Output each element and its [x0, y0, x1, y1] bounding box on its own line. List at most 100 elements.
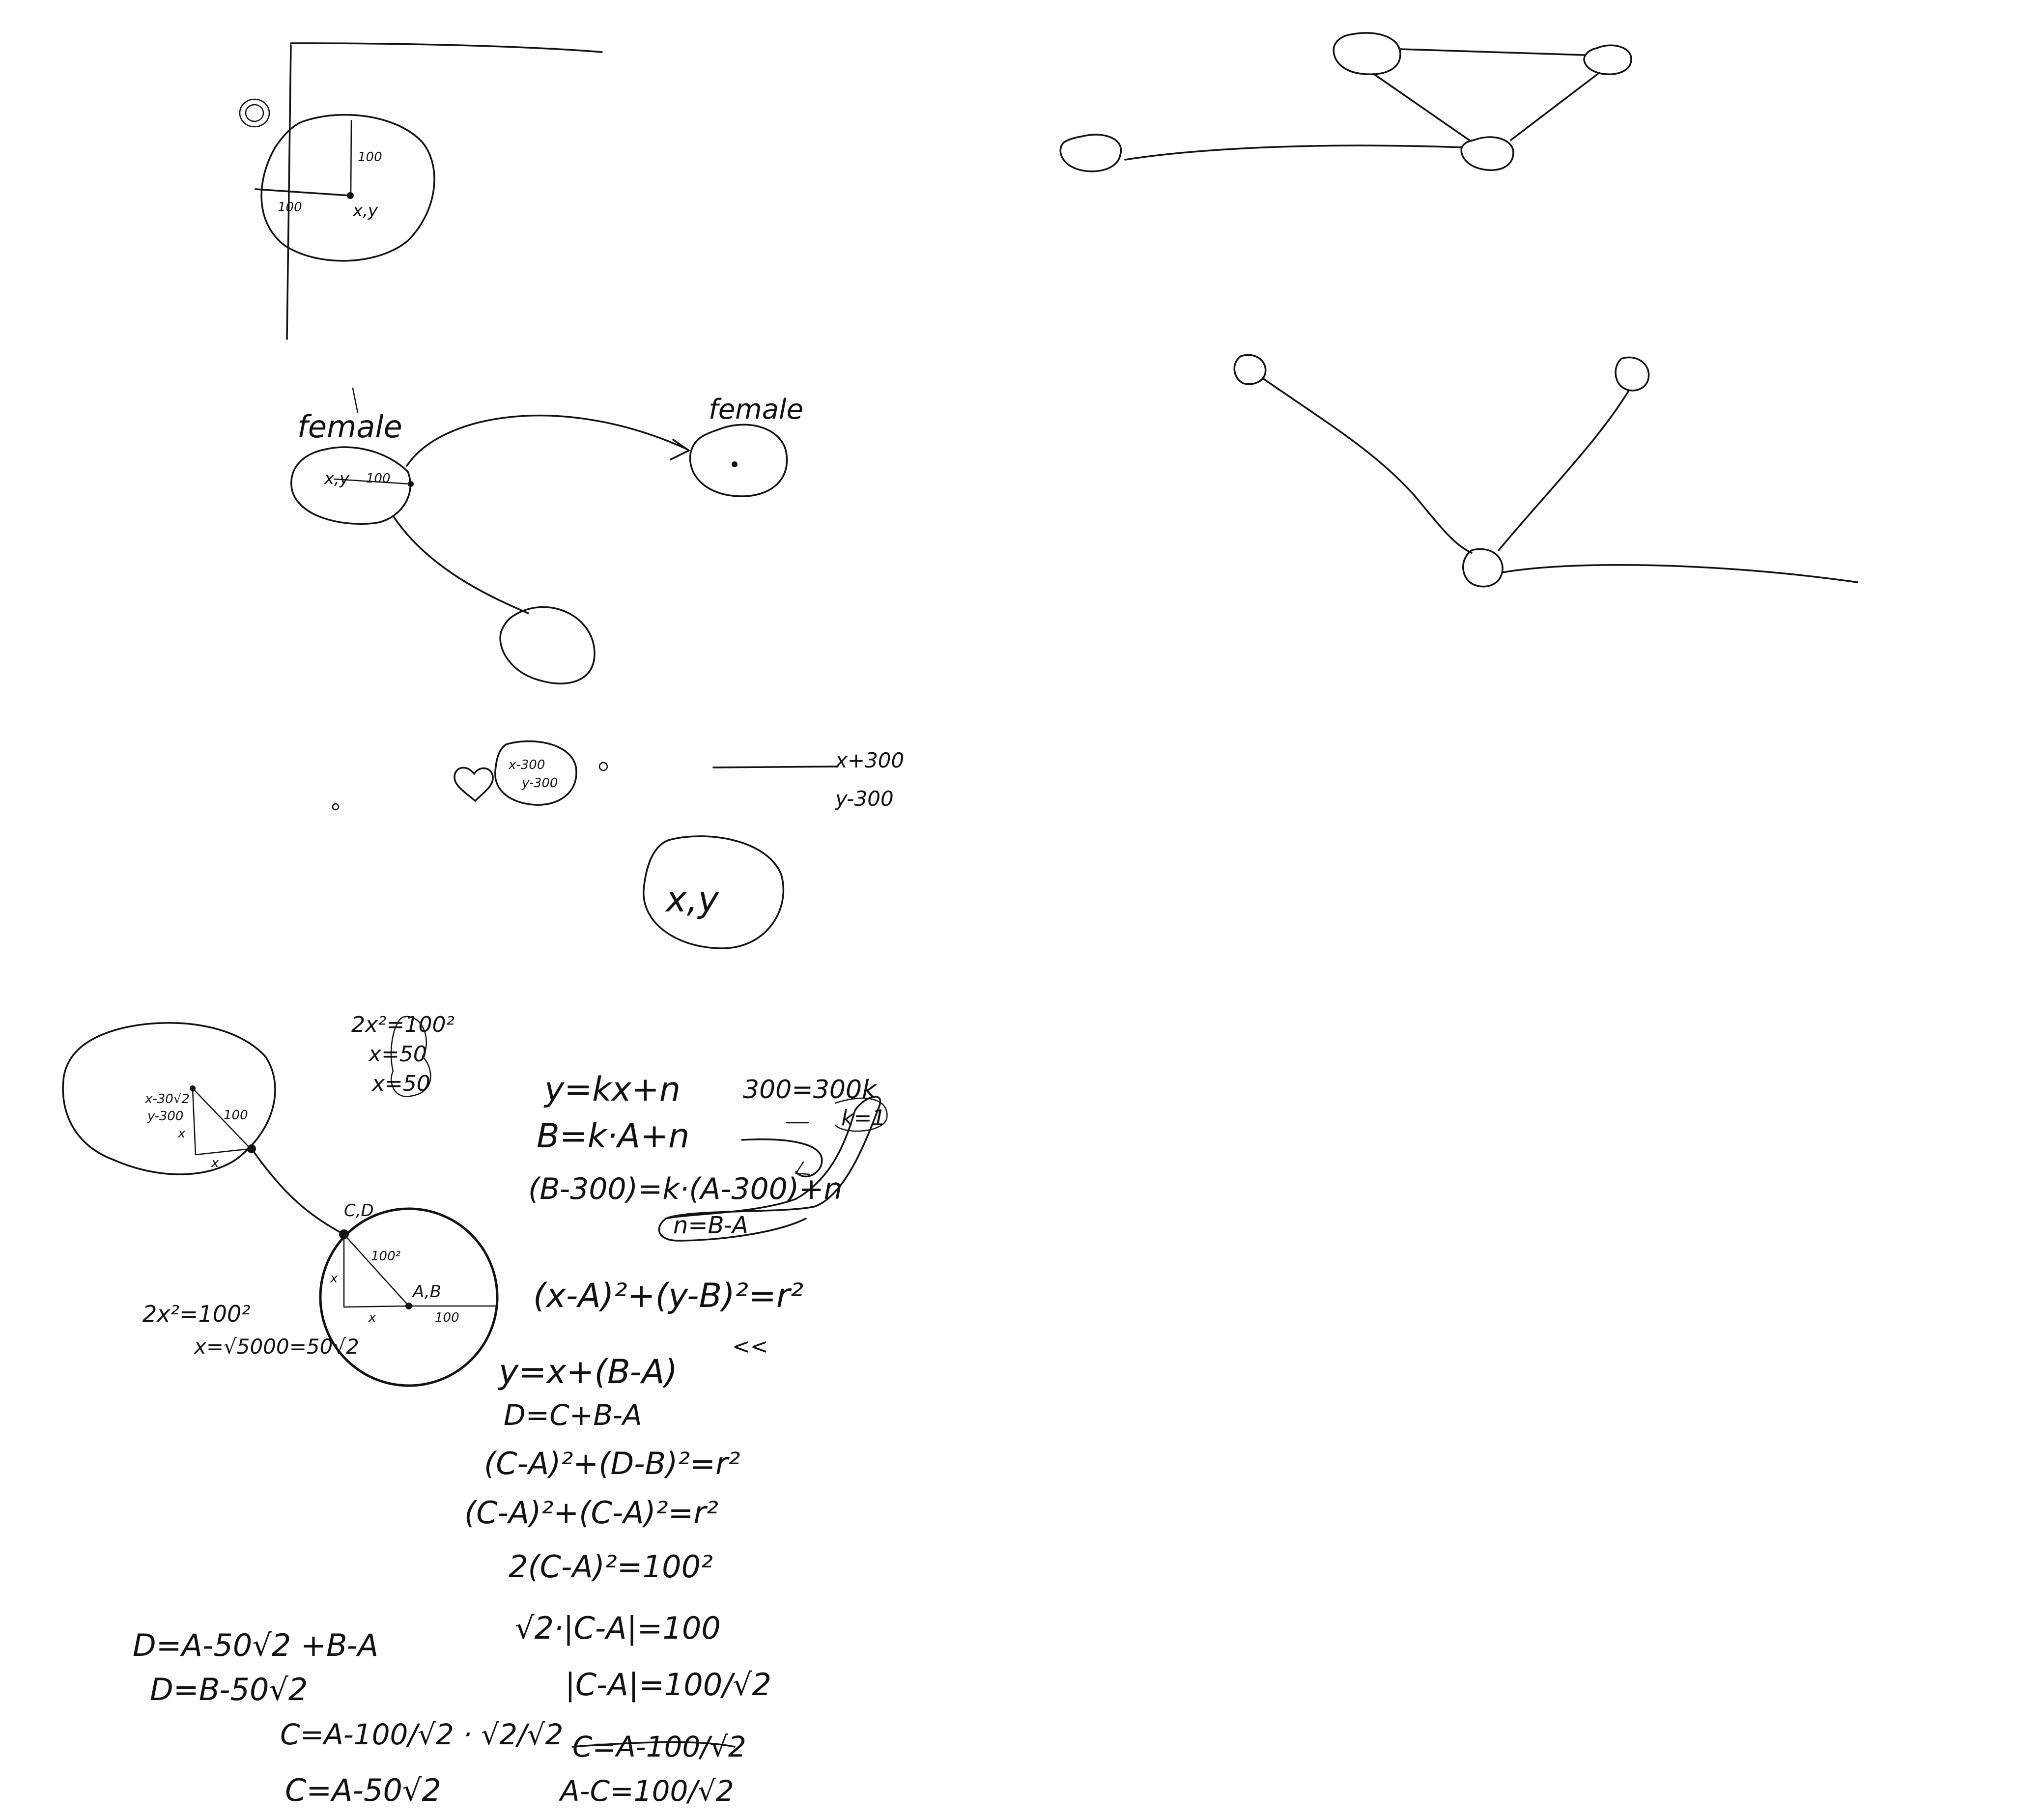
edge-2-3: [1510, 72, 1600, 141]
strike-c6: [571, 1741, 736, 1748]
main-circle: [260, 114, 435, 262]
top-eq-2: x=50: [368, 1042, 427, 1067]
small-circle: [494, 740, 577, 806]
label-cd: C,D: [344, 1201, 374, 1221]
label-female-left: female: [297, 409, 402, 445]
small-circle-text-1: x-300: [508, 758, 545, 772]
eq-circle: (x-A)²+(y-B)²=r²: [533, 1277, 803, 1315]
axis-vertical: [286, 44, 292, 340]
dot-b: [332, 803, 340, 811]
circle-right: [689, 424, 788, 497]
edge-a-c: [1262, 377, 1473, 554]
eq-top-right: 300=300k: [743, 1075, 878, 1105]
b-arrow-head: [795, 1161, 811, 1175]
circle-bottom: [499, 606, 596, 684]
eq-line-c6: C=A-100/√2: [572, 1730, 746, 1763]
upper-triangle: [192, 1087, 252, 1156]
strike-mark: [352, 387, 359, 414]
eq-left-2: D=B-50√2: [150, 1672, 308, 1707]
k-loop: [834, 1097, 888, 1132]
center-circle-label: x,y: [665, 879, 719, 920]
offset-x-label: x+300: [834, 748, 904, 772]
equations-left: D=A-50√2 +B-A D=B-50√2 C=A-100/√2 · √2/√…: [133, 1627, 563, 1808]
eq-line-c2: (C-A)²+(C-A)²=r²: [464, 1495, 718, 1531]
circle-left: [290, 446, 411, 525]
eq-line-yx: y=x+(B-A): [498, 1353, 678, 1392]
small-circle-marker-inner: [245, 104, 264, 122]
lower-center: [405, 1303, 412, 1309]
eq-line-1: y=kx+n: [543, 1070, 681, 1109]
upper-circle: [62, 1022, 276, 1175]
left-eq-1: 2x²=100²: [142, 1301, 251, 1327]
label-x-horizontal: x: [368, 1310, 376, 1325]
sketch-female-circles: female female x,y 100: [290, 387, 803, 684]
node-3: [1460, 136, 1514, 171]
eq-line-c3: 2(C-A)²=100²: [509, 1549, 713, 1585]
eq-line-c5: |C-A|=100/√2: [565, 1667, 771, 1703]
circle-left-radius: 100: [366, 471, 391, 486]
upper-tri-x2: x: [211, 1156, 219, 1170]
arrow-head: [670, 439, 690, 460]
upper-circle-text-1: x-30√2: [144, 1092, 190, 1107]
graph-bottom: [1233, 354, 1858, 588]
heart-shape: [454, 767, 494, 802]
edge-1-3: [1372, 73, 1470, 141]
connector-line: [251, 1148, 345, 1235]
circle-left-label: x,y: [324, 469, 350, 488]
sketch-axes-circle: 100 100 x,y: [239, 42, 603, 340]
b-arrow: [741, 1138, 823, 1178]
label-100sq: 100²: [371, 1249, 400, 1264]
dot-a: [598, 762, 608, 771]
circle-left-radius-line: [333, 478, 411, 485]
arrow-to-right: [406, 414, 689, 467]
upper-triangle-vertex: [190, 1085, 196, 1091]
offset-y-label: y-300: [834, 787, 894, 811]
top-eq-3: x=50: [371, 1071, 430, 1096]
eq-line-c1: (C-A)²+(D-B)²=r²: [484, 1446, 740, 1481]
label-x-vertical: x: [330, 1271, 338, 1286]
radius-label-vertical: 100: [358, 150, 382, 165]
upper-tri-x: x: [177, 1126, 186, 1141]
label-100: 100: [435, 1310, 459, 1325]
upper-circle-text-2: y-300: [147, 1109, 183, 1124]
eq-left-4: C=A-50√2: [285, 1772, 441, 1808]
curve-to-bottom: [392, 515, 529, 614]
graph-top: [1059, 32, 1632, 172]
lower-circle: [319, 1207, 499, 1387]
sketch-offset: x-300 y-300 x+300 y-300 x,y: [332, 740, 904, 949]
center-circle: [643, 835, 784, 949]
eq-line-3: (B-300)=k·(A-300)+n: [528, 1172, 843, 1206]
eq-line-c7: A-C=100/√2: [558, 1774, 734, 1808]
edge-1-2: [1399, 48, 1586, 56]
eq-line-2: B=k·A+n: [537, 1117, 689, 1156]
radius-label-horizontal: 100: [278, 200, 302, 215]
eq-left-1: D=A-50√2 +B-A: [133, 1627, 378, 1663]
lower-triangle: [343, 1233, 410, 1308]
equations-right: y=kx+n B=k·A+n (B-300)=k·(A-300)+n n=B-A…: [464, 1070, 888, 1808]
node-c: [1462, 548, 1504, 588]
node-4: [1059, 134, 1122, 172]
edge-4-3: [1124, 144, 1463, 161]
edge-b-c: [1498, 390, 1630, 551]
sketch-geometry: 2x²=100² x=50 x=50 x-30√2 y-300 100 x x …: [62, 1012, 499, 1387]
circle-right-center: [732, 461, 738, 467]
circle-left-edge-dot: [408, 481, 414, 487]
eq-lt: <<: [732, 1334, 768, 1359]
upper-tri-100: 100: [224, 1108, 248, 1123]
eq-left-3: C=A-100/√2 · √2/√2: [280, 1718, 563, 1751]
n-loop: [658, 1096, 881, 1242]
small-circle-text-2: y-300: [521, 776, 558, 791]
edge-c-right: [1502, 564, 1858, 583]
radius-horizontal: [255, 188, 351, 197]
center-dot: [347, 192, 354, 199]
eq-line-d: D=C+B-A: [504, 1398, 642, 1432]
axis-horizontal: [290, 42, 603, 53]
node-1: [1333, 32, 1401, 75]
small-circle-marker: [239, 98, 270, 128]
node-2: [1583, 44, 1632, 75]
node-a: [1233, 354, 1267, 385]
top-eq-1: 2x²=100²: [351, 1012, 454, 1037]
label-ab: A,B: [412, 1282, 441, 1302]
eq-line-c4: √2·|C-A|=100: [515, 1610, 721, 1647]
